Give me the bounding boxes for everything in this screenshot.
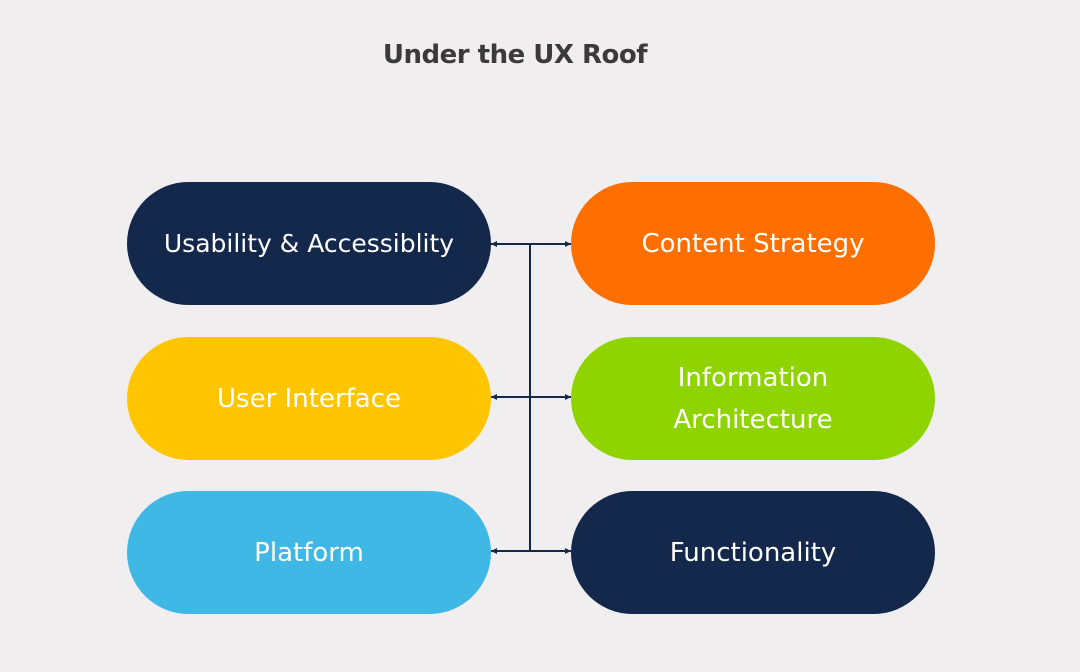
arrowhead-left-row-2	[491, 394, 497, 400]
pill-user-interface: User Interface	[127, 337, 491, 460]
pill-content-strategy: Content Strategy	[571, 182, 935, 305]
diagram-title: Under the UX Roof	[382, 40, 648, 70]
arrowhead-left-row-1	[491, 241, 497, 247]
pill-label: User Interface	[217, 383, 401, 414]
arrowhead-left-row-3	[491, 548, 497, 554]
pill-label-line-1: Information	[677, 362, 829, 393]
pill-label: Content Strategy	[641, 228, 865, 259]
pill-label-line-2: Architecture	[673, 404, 833, 435]
pill-label: Platform	[254, 537, 364, 568]
pill-platform: Platform	[127, 491, 491, 614]
pill-label: Functionality	[669, 537, 837, 568]
pill-information-architecture: Information Architecture	[571, 337, 935, 460]
pill-usability-accessibility: Usability & Accessiblity	[127, 182, 491, 305]
pill-functionality: Functionality	[571, 491, 935, 614]
pill-label: Usability & Accessiblity	[163, 228, 455, 258]
